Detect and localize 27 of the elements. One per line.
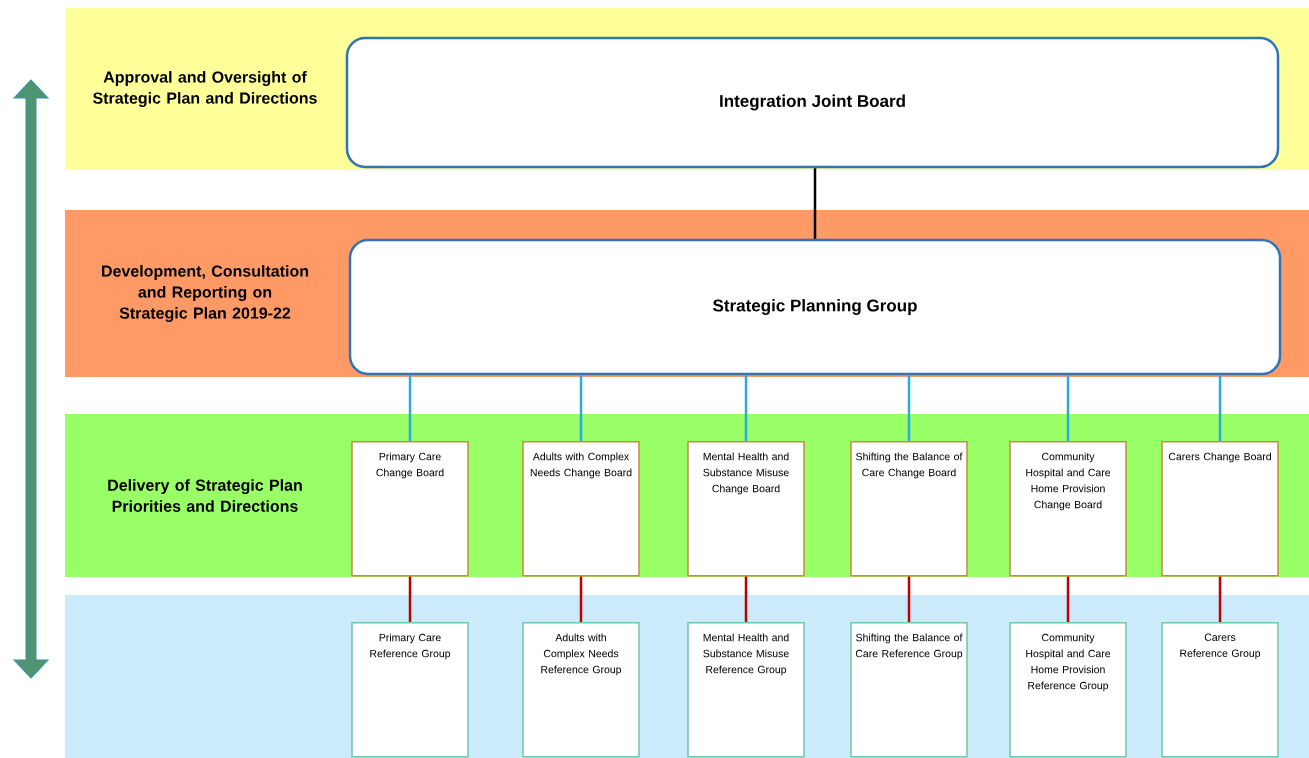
reference-group-box: Community Hospital and Care Home Provision Reference Group: [1009, 622, 1127, 758]
reference-group-box: Shifting the Balance of Care Reference Group: [850, 622, 968, 758]
connector-line: [744, 375, 748, 441]
change-board-box: Adults with Complex Needs Change Board: [522, 441, 640, 577]
connector-line: [1066, 576, 1070, 622]
board-box: Strategic Planning Group: [348, 238, 1282, 376]
connector-line: [1218, 375, 1222, 441]
connector-line: [813, 168, 817, 239]
connector-line: [1066, 375, 1070, 441]
connector-line: [408, 375, 412, 441]
reference-group-box: Carers Reference Group: [1161, 622, 1279, 758]
change-board-box: Shifting the Balance of Care Change Board: [850, 441, 968, 577]
connector-line: [907, 375, 911, 441]
connector-line: [744, 576, 748, 622]
connector-line: [1218, 576, 1222, 622]
reference-group-box: Mental Health and Substance Misuse Reference Group: [687, 622, 805, 758]
connector-line: [579, 375, 583, 441]
change-board-box: Primary Care Change Board: [351, 441, 469, 577]
change-board-box: Community Hospital and Care Home Provision Change Board: [1009, 441, 1127, 577]
reference-group-box: Adults with Complex Needs Reference Group: [522, 622, 640, 758]
board-box: Integration Joint Board: [345, 36, 1280, 169]
change-board-box: Carers Change Board: [1161, 441, 1279, 577]
connector-line: [579, 576, 583, 622]
connector-line: [907, 576, 911, 622]
change-board-box: Mental Health and Substance Misuse Change Board: [687, 441, 805, 577]
connector-line: [408, 576, 412, 622]
reference-group-box: Primary Care Reference Group: [351, 622, 469, 758]
